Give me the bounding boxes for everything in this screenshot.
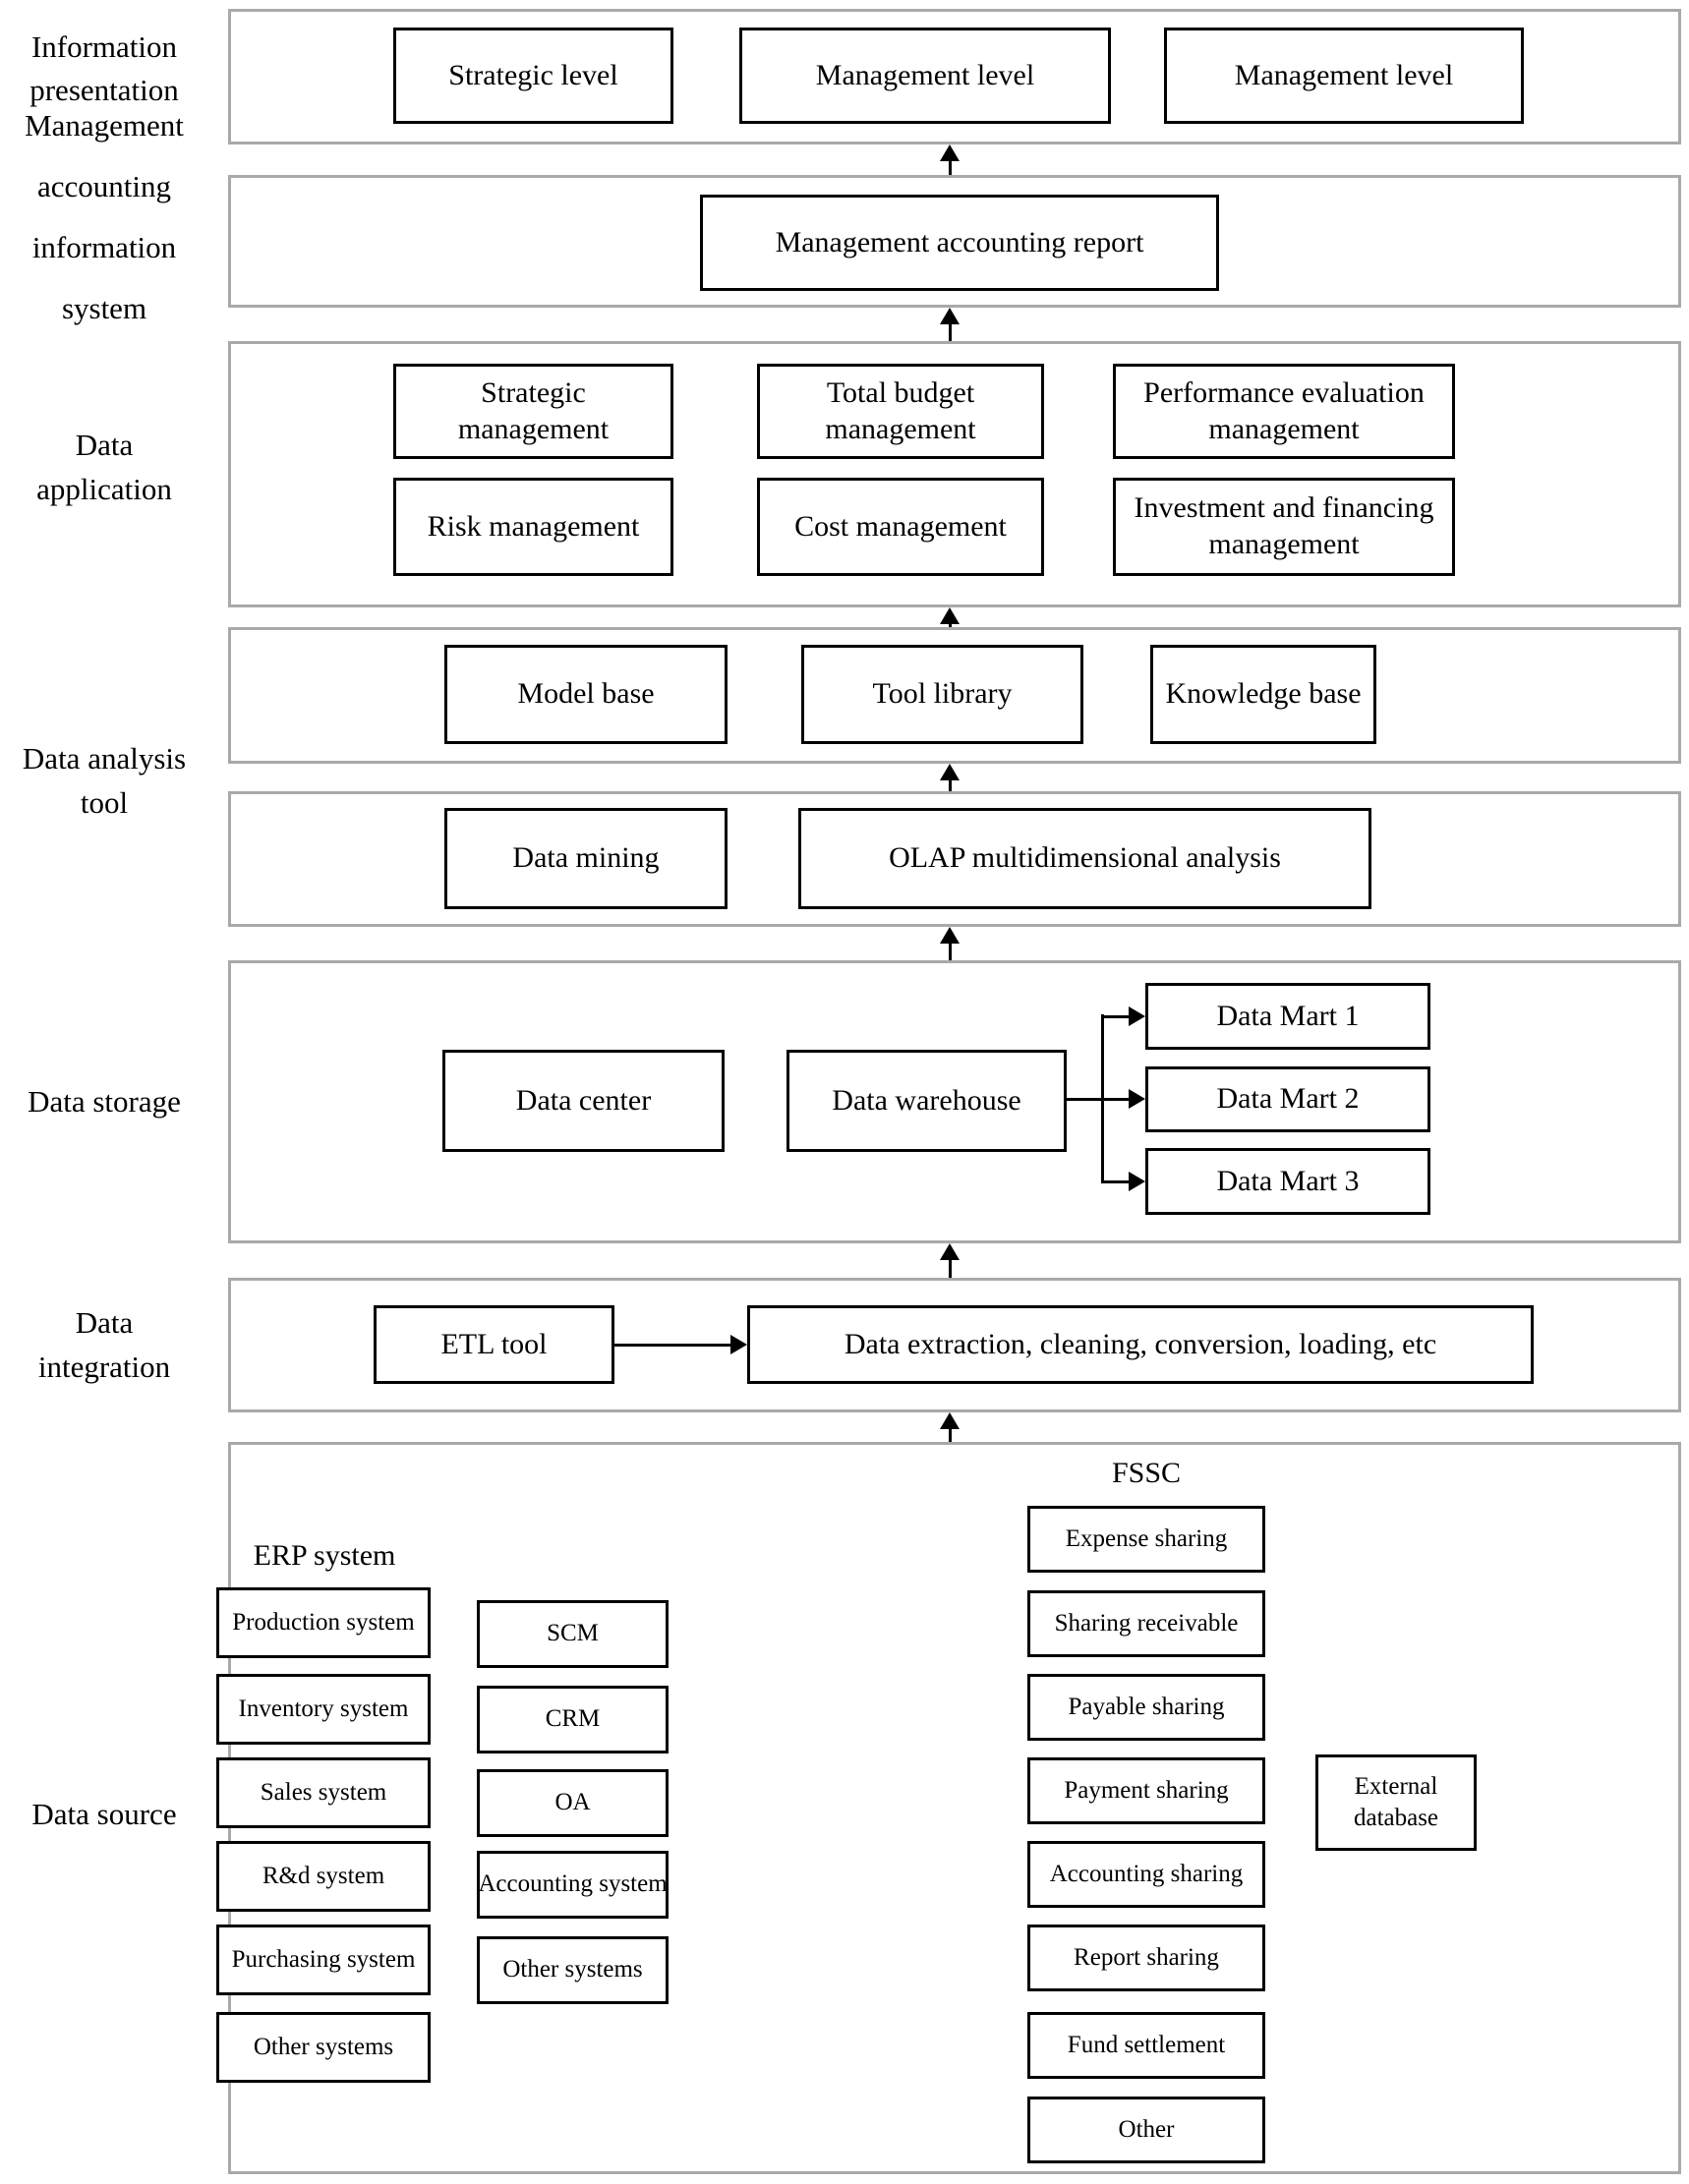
label-data-analysis-tool: Data analysis tool bbox=[22, 741, 187, 820]
label-data-integration: Data integration bbox=[37, 1305, 171, 1384]
box-strategic-level: Strategic level bbox=[393, 28, 673, 124]
warehouse-connector-line bbox=[1067, 1098, 1104, 1101]
box-rd-system: R&d system bbox=[216, 1841, 431, 1912]
box-payment-sharing: Payment sharing bbox=[1027, 1757, 1265, 1824]
box-management-level-2: Management level bbox=[1164, 28, 1524, 124]
box-etl-tool: ETL tool bbox=[374, 1305, 614, 1384]
box-data-mart-2: Data Mart 2 bbox=[1145, 1066, 1430, 1132]
arrow-application-to-report bbox=[938, 308, 961, 341]
box-olap-analysis: OLAP multidimensional analysis bbox=[798, 808, 1371, 909]
box-total-budget-management: Total budget management bbox=[757, 364, 1044, 459]
box-inventory-system: Inventory system bbox=[216, 1674, 431, 1745]
box-middle-other-systems: Other systems bbox=[477, 1936, 669, 2004]
box-crm: CRM bbox=[477, 1686, 669, 1753]
box-scm: SCM bbox=[477, 1600, 669, 1668]
warehouse-branch-line bbox=[1101, 1014, 1104, 1183]
label-data-source: Data source bbox=[31, 1797, 177, 1831]
box-fssc-other: Other bbox=[1027, 2097, 1265, 2163]
arrow-to-data-mart-1 bbox=[1104, 1006, 1145, 1026]
label-management-accounting-information-system: Management accounting information system bbox=[25, 108, 184, 325]
box-payable-sharing: Payable sharing bbox=[1027, 1674, 1265, 1741]
box-production-system: Production system bbox=[216, 1587, 431, 1658]
arrow-to-data-mart-2 bbox=[1104, 1089, 1145, 1109]
box-management-level-1: Management level bbox=[739, 28, 1111, 124]
box-oa: OA bbox=[477, 1769, 669, 1837]
arrow-analysis-to-application bbox=[938, 607, 961, 627]
box-performance-evaluation-management: Performance evaluation management bbox=[1113, 364, 1455, 459]
box-fund-settlement: Fund settlement bbox=[1027, 2012, 1265, 2079]
box-data-warehouse: Data warehouse bbox=[786, 1050, 1067, 1152]
arrow-to-data-mart-3 bbox=[1104, 1172, 1145, 1191]
box-external-database: External database bbox=[1315, 1754, 1477, 1851]
arrow-source-to-integration bbox=[938, 1412, 961, 1442]
box-erp-other-systems: Other systems bbox=[216, 2012, 431, 2083]
box-sharing-receivable: Sharing receivable bbox=[1027, 1590, 1265, 1657]
label-data-storage: Data storage bbox=[28, 1084, 181, 1119]
erp-system-title: ERP system bbox=[253, 1539, 396, 1572]
box-sales-system: Sales system bbox=[216, 1757, 431, 1828]
box-report-sharing: Report sharing bbox=[1027, 1925, 1265, 1991]
arrow-report-to-presentation bbox=[938, 144, 961, 175]
box-management-accounting-report: Management accounting report bbox=[700, 195, 1219, 291]
box-cost-management: Cost management bbox=[757, 478, 1044, 576]
box-model-base: Model base bbox=[444, 645, 728, 744]
box-accounting-sharing: Accounting sharing bbox=[1027, 1841, 1265, 1908]
box-accounting-system: Accounting system bbox=[477, 1851, 669, 1919]
arrow-lower-to-upper-analysis bbox=[938, 764, 961, 791]
box-etl-process: Data extraction, cleaning, conversion, l… bbox=[747, 1305, 1534, 1384]
arrow-storage-to-analysis bbox=[938, 927, 961, 960]
box-data-mart-3: Data Mart 3 bbox=[1145, 1148, 1430, 1215]
arrow-integration-to-storage bbox=[938, 1243, 961, 1278]
box-data-mart-1: Data Mart 1 bbox=[1145, 983, 1430, 1050]
label-data-application: Data application bbox=[36, 428, 172, 506]
box-expense-sharing: Expense sharing bbox=[1027, 1506, 1265, 1573]
fssc-title: FSSC bbox=[1111, 1457, 1182, 1489]
box-investment-financing-management: Investment and financing management bbox=[1113, 478, 1455, 576]
box-data-mining: Data mining bbox=[444, 808, 728, 909]
box-strategic-management: Strategic management bbox=[393, 364, 673, 459]
box-risk-management: Risk management bbox=[393, 478, 673, 576]
box-purchasing-system: Purchasing system bbox=[216, 1925, 431, 1995]
arrow-etl-to-process bbox=[614, 1335, 747, 1354]
label-information-presentation: Information presentation bbox=[29, 29, 179, 107]
box-data-center: Data center bbox=[442, 1050, 725, 1152]
box-tool-library: Tool library bbox=[801, 645, 1083, 744]
box-knowledge-base: Knowledge base bbox=[1150, 645, 1376, 744]
